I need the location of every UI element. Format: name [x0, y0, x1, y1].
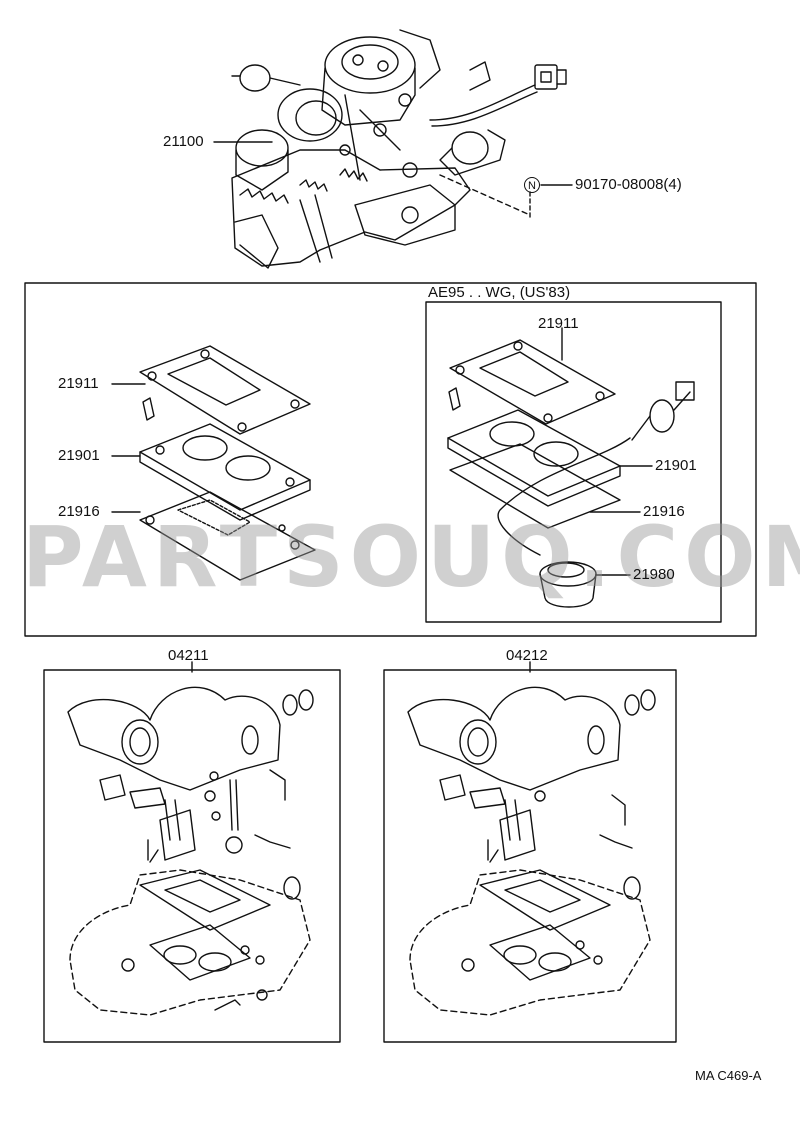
kit-04212-frame — [383, 669, 677, 1043]
kit-04211-frame — [43, 669, 341, 1043]
label-04211[interactable]: 04211 — [168, 647, 209, 664]
label-21901-left[interactable]: 21901 — [58, 447, 100, 464]
label-21980[interactable]: 21980 — [633, 566, 675, 583]
left-gasket-stack-drawing — [139, 345, 316, 581]
label-21911-left[interactable]: 21911 — [58, 375, 99, 392]
n-mark-icon: N — [524, 177, 540, 193]
variant-header: AE95 . . WG, (US'83) — [428, 284, 571, 301]
label-21916-left[interactable]: 21916 — [58, 503, 100, 520]
watermark: PARTSOUQ.COM — [22, 508, 800, 606]
label-90170-08008[interactable]: 90170-08008(4) — [575, 176, 682, 193]
label-21911-right[interactable]: 21911 — [538, 315, 579, 332]
kit-04212-drawing — [407, 686, 656, 1016]
figure-code: MA C469-A — [695, 1068, 762, 1083]
kit-04211-drawing — [67, 686, 314, 1016]
gasket-set-frame — [24, 282, 757, 637]
label-21901-right[interactable]: 21901 — [655, 457, 697, 474]
label-04212[interactable]: 04212 — [506, 647, 548, 664]
label-21916-right[interactable]: 21916 — [643, 503, 685, 520]
right-gasket-stack-drawing — [447, 339, 695, 608]
label-21100[interactable]: 21100 — [163, 133, 204, 150]
carburetor-assembly-drawing — [231, 29, 567, 269]
variant-frame — [425, 301, 722, 623]
